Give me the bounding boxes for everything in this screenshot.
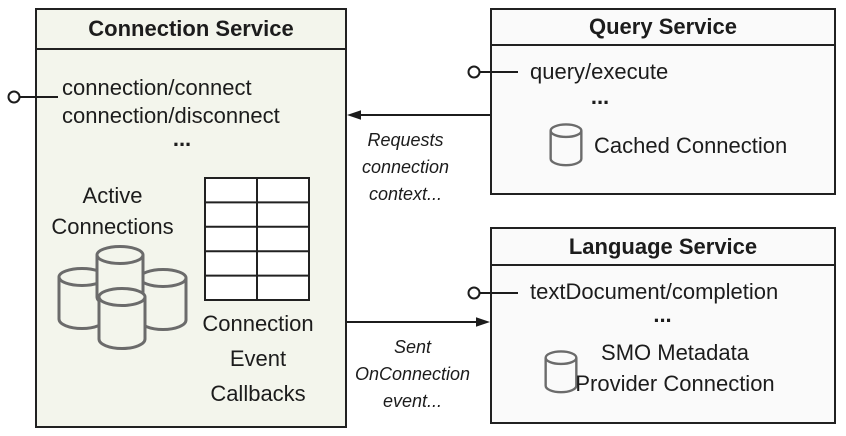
query-service-box: Query Service	[490, 8, 836, 195]
language-service-title: Language Service	[492, 229, 834, 266]
active-connections-label: Active Connections	[51, 183, 174, 239]
active-connections-db-cluster-icon	[57, 245, 188, 350]
connection-method-disconnect: connection/disconnect	[62, 103, 280, 128]
language-methods-ellipsis: ...	[653, 302, 672, 327]
connection-methods-ellipsis: ...	[172, 126, 192, 151]
callbacks-grid-table-icon	[204, 177, 310, 301]
query-methods-ellipsis: ...	[590, 84, 610, 109]
connection-method-connect: connection/connect	[62, 75, 252, 100]
language-lollipop-interface-icon	[467, 286, 518, 300]
requests-connection-context-label: Requests connection context...	[361, 130, 450, 204]
query-method-execute: query/execute	[530, 59, 669, 84]
language-service-box: Language Service	[490, 227, 836, 424]
sent-onconnection-event-label: Sent OnConnection event...	[354, 337, 471, 411]
connection-event-callbacks-label: Connection Event Callbacks	[202, 311, 314, 406]
cached-connection-database-icon	[549, 123, 583, 167]
connection-lollipop-interface-icon	[7, 90, 58, 104]
connection-service-title: Connection Service	[37, 10, 345, 50]
query-service-title: Query Service	[492, 10, 834, 46]
query-lollipop-interface-icon	[467, 65, 518, 79]
sent-onconnection-arrow	[347, 317, 490, 327]
cached-connection-label: Cached Connection	[594, 133, 788, 158]
requests-connection-arrow	[347, 110, 490, 120]
language-method-completion: textDocument/completion	[530, 279, 779, 304]
smo-metadata-provider-connection-label: SMO Metadata Provider Connection	[575, 340, 775, 396]
